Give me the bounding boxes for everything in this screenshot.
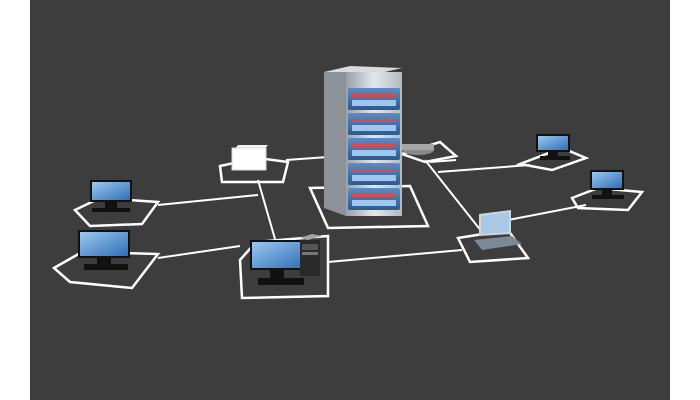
connector-line <box>257 179 278 247</box>
printer-icon <box>231 145 268 171</box>
monitor-icon <box>78 230 130 270</box>
server-unit <box>348 138 400 160</box>
server-rack-icon <box>324 66 402 216</box>
server-unit <box>348 88 400 110</box>
server-unit <box>348 113 400 135</box>
monitor-icon <box>90 180 132 212</box>
floor-outline <box>51 250 161 290</box>
server-drive-lights <box>352 94 396 197</box>
server-unit <box>348 188 400 210</box>
connector-line <box>437 164 531 173</box>
connector-line <box>157 245 241 259</box>
connector-line <box>507 204 587 221</box>
connector-line <box>429 159 457 163</box>
laptop-icon <box>474 210 522 250</box>
connector-line <box>285 156 329 161</box>
monitor-icon <box>590 170 624 199</box>
connector-line <box>157 194 259 206</box>
server-unit <box>348 163 400 185</box>
network-diagram-graphic <box>30 0 670 400</box>
router-icon <box>402 144 434 155</box>
tower-pc-icon <box>300 234 322 276</box>
network-connectors <box>157 156 587 263</box>
connector-line <box>424 159 483 233</box>
server-drive-bays <box>352 100 396 206</box>
server-units <box>348 88 400 210</box>
monitor-icon <box>536 134 570 160</box>
network-scene <box>30 0 670 400</box>
connector-line <box>327 249 463 263</box>
monitor-icon <box>250 240 306 285</box>
